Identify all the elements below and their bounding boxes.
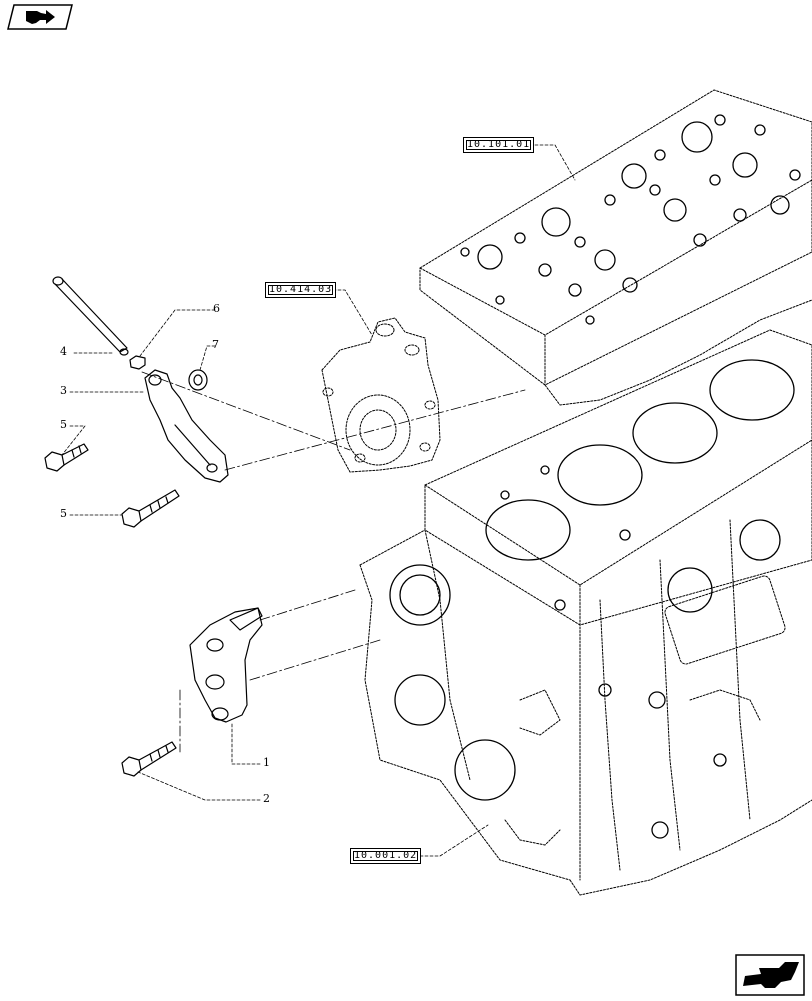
nut-item-7 (188, 369, 208, 391)
cylinder-head-reference[interactable]: 10.101.01 (463, 137, 535, 153)
callout-item-2: 2 (263, 792, 270, 805)
water-pump-reference[interactable]: 10.414.03 (265, 282, 337, 298)
next-page-icon (735, 954, 805, 996)
lever-bracket-item-3 (144, 369, 229, 483)
bottom-nav-button[interactable] (735, 954, 805, 996)
callout-item-6: 6 (213, 302, 220, 315)
callout-item-4: 4 (60, 345, 67, 358)
engine-block-reference[interactable]: 10.001.02 (350, 848, 422, 864)
pin-item-4 (52, 276, 129, 356)
bolt-item-2 (121, 741, 177, 777)
cylinder-head-holes (460, 114, 801, 325)
nut-item-6 (129, 355, 146, 370)
engine-block (359, 329, 812, 896)
callout-item-3: 3 (60, 384, 67, 397)
cylinder-head (419, 89, 812, 406)
alignment-lines (141, 371, 526, 753)
leader-lines (61, 144, 576, 857)
water-pump-housing (321, 317, 441, 473)
top-nav-button[interactable] (6, 3, 74, 31)
bolt-item-5-upper (44, 443, 89, 472)
callout-item-5-lower: 5 (60, 507, 67, 520)
callout-item-7: 7 (212, 338, 219, 351)
tensioner-bracket (189, 607, 263, 723)
back-arrow-icon (7, 4, 73, 30)
engine-block-details (504, 575, 786, 846)
engine-block-bores (389, 359, 795, 839)
callout-item-5-upper: 5 (60, 418, 67, 431)
bolt-item-5-lower (121, 489, 180, 528)
callout-item-1: 1 (263, 756, 270, 769)
